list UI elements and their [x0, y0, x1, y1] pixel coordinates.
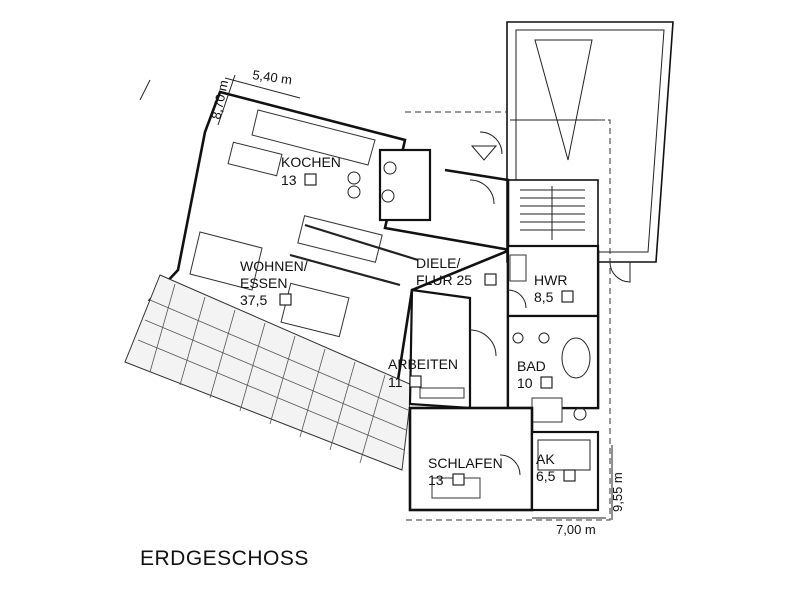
living-wing: [124, 90, 515, 471]
area-marker: [563, 469, 576, 482]
room-schlafen-name: SCHLAFEN: [428, 455, 503, 471]
room-bad-name: BAD: [517, 358, 546, 374]
site-outline-right: [402, 119, 611, 521]
room-hwr-area: 8,5: [534, 289, 554, 305]
room-schlafen: SCHLAFEN 13: [428, 455, 503, 488]
room-ak-name: AK: [536, 451, 555, 467]
room-arbeiten: ARBEITEN 11: [388, 356, 458, 390]
dimension-lines: [139, 74, 613, 520]
room-wohnen-name: WOHNEN/: [240, 258, 308, 274]
dimension-right-depth: 9,55 m: [610, 472, 625, 512]
room-arbeiten-area: 11: [388, 374, 403, 390]
room-kochen: KOCHEN 13: [281, 154, 341, 188]
terrace: [124, 274, 413, 471]
room-diele-name2: FLUR 25: [416, 272, 472, 288]
staircase: [507, 179, 599, 247]
room-hwr: HWR 8,5: [534, 272, 574, 305]
room-kochen-area: 13: [281, 172, 297, 188]
terrace-tiles: [137, 283, 409, 464]
room-kochen-name: KOCHEN: [281, 154, 341, 170]
area-marker: [561, 290, 574, 303]
floor-title: ERDGESCHOSS: [140, 547, 309, 570]
room-wohnen-name2: ESSEN: [240, 275, 287, 291]
room-ak: AK 6,5: [536, 451, 576, 484]
room-diele-name: DIELE/: [416, 255, 460, 271]
dimension-top-width: 5,40 m: [252, 67, 293, 87]
room-hwr-name: HWR: [534, 272, 567, 288]
room-wohnen-area: 37,5: [240, 292, 267, 308]
area-marker: [304, 173, 317, 186]
area-marker: [452, 473, 465, 486]
room-bad-area: 10: [517, 375, 533, 391]
room-diele: DIELE/ FLUR 25: [416, 255, 497, 288]
dimension-bottom-width: 7,00 m: [556, 522, 596, 537]
room-wohnen: WOHNEN/ ESSEN 37,5: [240, 258, 308, 308]
room-ak-area: 6,5: [536, 468, 556, 484]
room-schlafen-area: 13: [428, 472, 444, 488]
area-marker: [540, 376, 553, 389]
room-arbeiten-name: ARBEITEN: [388, 356, 458, 372]
right-wing: [378, 131, 600, 512]
room-bad: BAD 10: [517, 358, 553, 391]
area-marker: [279, 293, 292, 306]
area-marker: [484, 273, 497, 286]
area-marker: [409, 375, 422, 388]
